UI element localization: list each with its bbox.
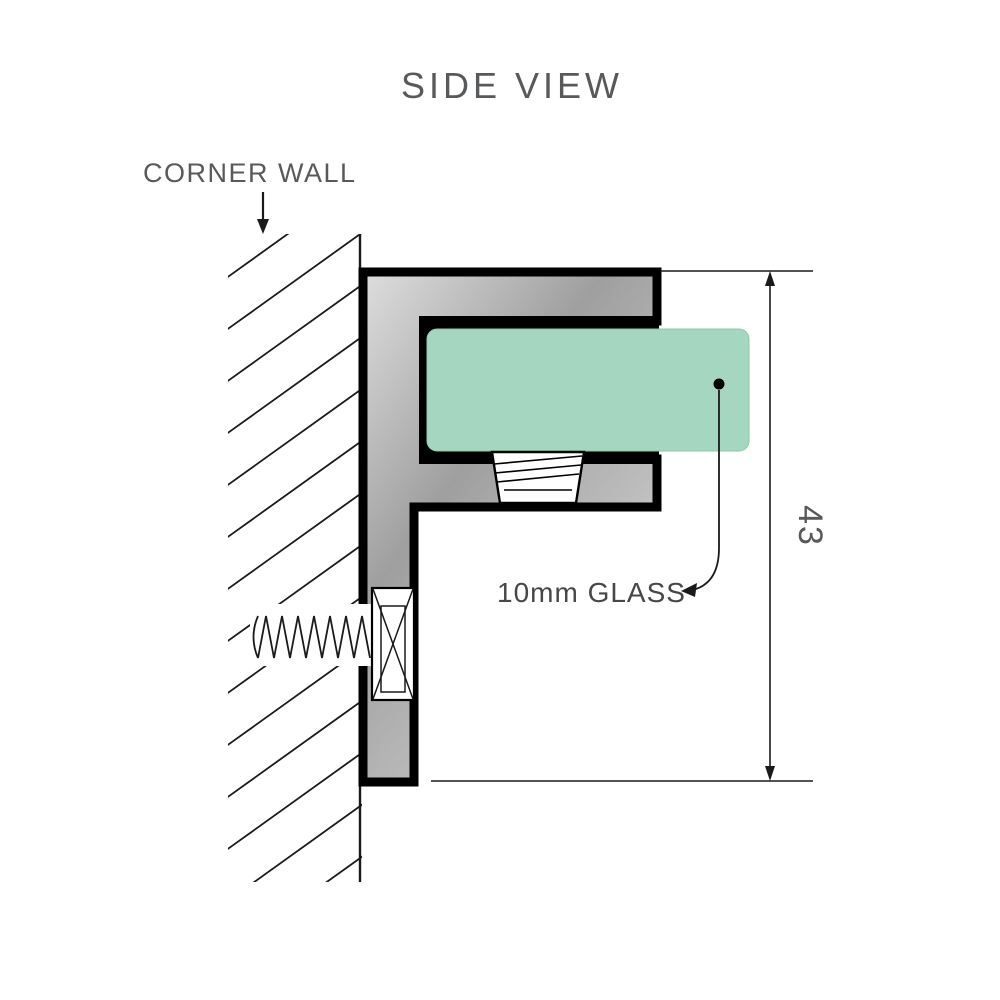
wall-hatching xyxy=(228,234,362,882)
fixing-screw-receiver xyxy=(370,586,416,702)
height-dimension: 43 xyxy=(431,270,829,782)
dimension-arrow-top xyxy=(765,271,775,286)
screw-tip xyxy=(252,615,259,659)
glass-callout-label: 10mm GLASS xyxy=(497,577,686,608)
glass-callout-dot xyxy=(713,378,725,390)
corner-wall-label: CORNER WALL xyxy=(143,158,357,188)
fixing-screw-threads xyxy=(257,615,371,659)
corner-wall-arrow xyxy=(257,192,269,234)
fixing-screw xyxy=(250,586,416,702)
glass-callout-leader xyxy=(695,390,720,590)
glass-callout-arrowhead xyxy=(681,583,697,597)
glass-callout: 10mm GLASS xyxy=(497,378,725,608)
glass-panel xyxy=(426,328,750,452)
dimension-arrow-bottom xyxy=(765,766,775,781)
grub-screw xyxy=(490,450,586,505)
view-title: SIDE VIEW xyxy=(401,65,623,106)
dimension-label: 43 xyxy=(791,505,829,547)
